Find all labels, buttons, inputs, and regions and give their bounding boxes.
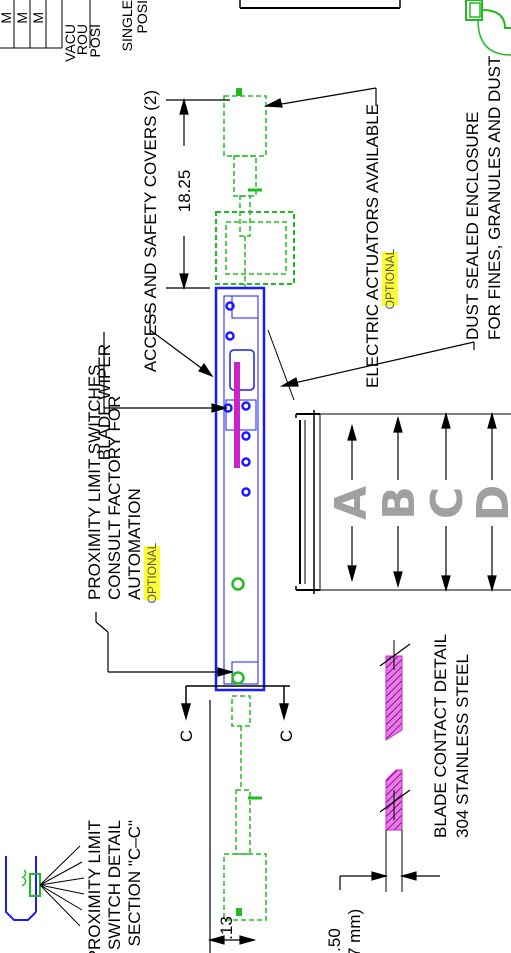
section-c-right: C [277, 730, 296, 742]
dim-letter-a: A [326, 486, 377, 520]
dim-18-25 [166, 97, 230, 291]
label-dust-l1: DUST SEALED ENCLOSURE [463, 112, 482, 340]
dim-50-label: .50 [325, 928, 344, 952]
optional-badge-switches [144, 546, 160, 600]
label-electric-actuators: ELECTRIC ACTUATORS AVAILABLE [363, 104, 382, 388]
dim-letter-b: B [374, 486, 425, 520]
leader-dust [279, 341, 475, 387]
label-prox-detail-l2: SWITCH DETAIL [105, 820, 124, 950]
dim-18-25-label: 18.25 [175, 170, 194, 213]
actuator-fragment [465, 0, 511, 56]
optional-text-switches: OPTIONAL [145, 542, 159, 603]
blade-contact-detail [379, 640, 411, 892]
legend-line-6: POSI [87, 24, 103, 57]
dim-13-label: .13 [217, 916, 236, 940]
dim-mm-label: 2.7 mm) [345, 909, 364, 953]
legend-line-5: ROU [74, 24, 90, 55]
section-c-left: C [177, 730, 196, 742]
label-blade-contact-l1: BLADE CONTACT DETAIL [431, 634, 450, 838]
actuator-cylinder-top [215, 95, 295, 290]
top-frame [239, 0, 401, 9]
valve-body [214, 286, 266, 692]
leader-actuators [263, 87, 377, 108]
legend-line-1: M [0, 12, 14, 24]
legend-line-4: VACU [62, 24, 78, 62]
prox-switch-sensors [231, 577, 245, 685]
dim-letter-d: D [468, 485, 511, 522]
corner-legend: M M M VACU ROU POSI SINGLE POSI [0, 0, 150, 62]
leader-blade-wiper [103, 332, 229, 413]
dim-letter-c: C [422, 487, 473, 519]
proximity-switch-detail-icon [5, 845, 85, 927]
optional-badge-actuators [382, 252, 398, 306]
label-access-covers: ACCESS AND SAFETY COVERS (2) [141, 90, 160, 372]
section-c-c-markers [181, 685, 290, 721]
label-blade-contact-l2: 304 STAINLESS STEEL [453, 654, 472, 838]
legend-line-8: POSI [134, 0, 150, 33]
dimension-arrows [347, 411, 497, 593]
label-dust-l2: FOR FINES, GRANULES AND DUST [485, 56, 504, 340]
optional-text-actuators: OPTIONAL [383, 248, 397, 309]
legend-line-3: M [30, 12, 46, 24]
legend-line-2: M [14, 12, 30, 24]
rod-end-marker-bottom [236, 908, 242, 916]
rod-end-marker [236, 88, 242, 96]
label-prox-switches-l1: PROXIMITY LIMIT SWITCHES [85, 364, 104, 600]
leader-prox-switches [95, 612, 235, 677]
flange-lines [295, 410, 511, 594]
actuator-cylinder-bottom [223, 695, 267, 921]
label-prox-detail-l1: PROXIMITY LIMIT [85, 820, 104, 953]
dim-50-arrows [339, 871, 440, 890]
label-prox-switches-l3: AUTOMATION [125, 488, 144, 600]
leader-line-valve [267, 329, 295, 401]
dim-13-arrows [207, 700, 257, 953]
label-prox-switches-l2: CONSULT FACTORY FOR [105, 396, 124, 600]
label-prox-detail-l3: SECTION "C–C" [125, 820, 144, 946]
leader-access-covers [149, 308, 214, 378]
valve-ports [223, 301, 251, 497]
legend-line-7: SINGLE [119, 0, 135, 51]
